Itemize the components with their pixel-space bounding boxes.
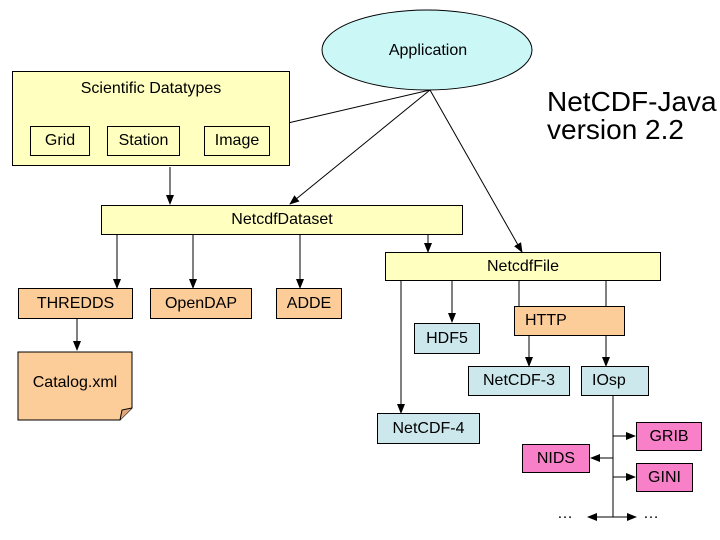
- image-node: Image: [204, 126, 270, 156]
- grib-node: GRIB: [636, 422, 702, 451]
- diagram-title-line2: version 2.2: [547, 114, 684, 145]
- more-iosp-right: …: [643, 505, 659, 522]
- netcdf-file-node: NetcdfFile: [385, 252, 661, 281]
- arrow-app-to-dataset: [289, 89, 431, 205]
- netcdf-dataset-node: NetcdfDataset: [101, 205, 463, 235]
- http-node: HTTP: [514, 306, 625, 336]
- catalog-xml-node: Catalog.xml: [32, 374, 118, 391]
- netcdf3-node: NetCDF-3: [468, 366, 570, 396]
- adde-node: ADDE: [276, 288, 342, 319]
- catalog-fold: [119, 407, 133, 421]
- station-node: Station: [107, 126, 180, 156]
- application-ellipse: [321, 9, 533, 91]
- arrow-app-to-file: [429, 89, 523, 253]
- gini-node: GINI: [636, 463, 693, 492]
- arrow-app-to-datatypes: [274, 89, 431, 128]
- iosp-node: IOsp: [581, 366, 649, 396]
- scientific-datatypes-label: Scientific Datatypes: [80, 80, 222, 97]
- nids-node: NIDS: [522, 444, 590, 473]
- opendap-node: OpenDAP: [150, 288, 252, 319]
- grid-node: Grid: [30, 126, 90, 156]
- hdf5-node: HDF5: [414, 323, 480, 354]
- diagram-title-line1: NetCDF-Java: [547, 86, 717, 117]
- thredds-node: THREDDS: [18, 288, 133, 319]
- netcdf4-node: NetCDF-4: [377, 413, 480, 444]
- application-node: Application: [388, 42, 468, 59]
- more-iosp-left: …: [557, 505, 573, 522]
